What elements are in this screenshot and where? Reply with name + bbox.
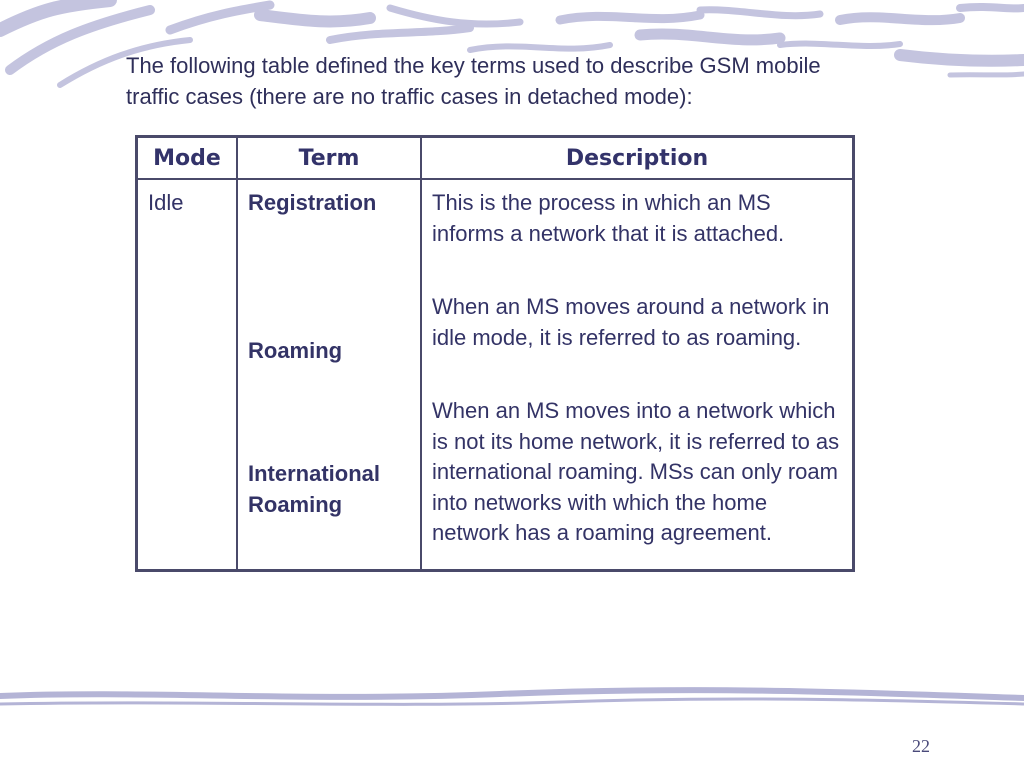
table-header-row: Mode Term Description [135,135,855,180]
cell-mode: Idle [135,178,238,571]
term-international-roaming: International Roaming [248,461,381,517]
description-international-roaming: When an MS moves into a network which is… [432,398,840,545]
decorative-wave-footer [0,687,1024,706]
header-description: Description [420,135,855,180]
description-roaming: When an MS moves around a network in idl… [432,294,830,350]
description-registration: This is the process in which an MS infor… [432,190,785,246]
header-mode: Mode [135,135,238,180]
term-roaming: Roaming [248,337,343,363]
intro-line-1: The following table defined the key term… [126,53,821,78]
traffic-cases-table: Mode Term Description Idle Registration … [135,135,855,572]
header-term: Term [236,135,422,180]
table-row: Idle Registration Roaming International … [135,178,855,571]
intro-line-2: traffic cases (there are no traffic case… [126,84,693,109]
decorative-wave-header [0,0,1024,90]
intro-text: The following table defined the key term… [126,50,956,112]
cell-descriptions: This is the process in which an MS infor… [420,178,855,571]
page-number: 22 [912,736,930,756]
term-registration: Registration [248,190,377,215]
cell-terms: Registration Roaming International Roami… [236,178,422,571]
